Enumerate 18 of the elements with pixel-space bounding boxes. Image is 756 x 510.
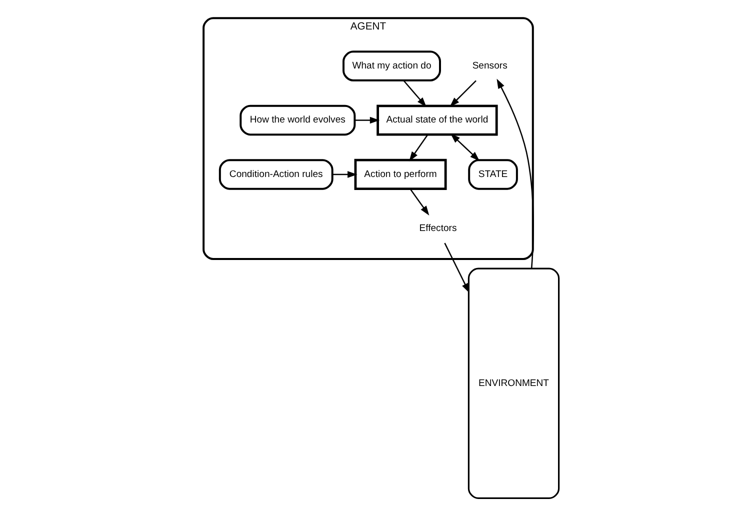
node-box: Action to perform <box>354 158 447 190</box>
arrow <box>444 242 470 294</box>
arrow <box>332 171 358 178</box>
node-box: What my action do <box>342 50 441 82</box>
node-box: How the world evolves <box>240 104 356 136</box>
arrow <box>409 134 428 162</box>
node-box: Actual state of the world <box>376 104 498 136</box>
node-text: Sensors <box>472 60 508 72</box>
arrow <box>354 116 380 124</box>
node-box: ENVIRONMENT <box>468 268 560 499</box>
arrow <box>410 188 430 216</box>
node-box: Condition-Action rules <box>218 159 334 190</box>
arrow <box>450 80 476 107</box>
node-box: STATE <box>468 159 518 190</box>
arrow <box>496 78 534 269</box>
node-text: Effectors <box>419 223 457 234</box>
arrow <box>403 80 426 107</box>
arrow <box>450 134 480 162</box>
